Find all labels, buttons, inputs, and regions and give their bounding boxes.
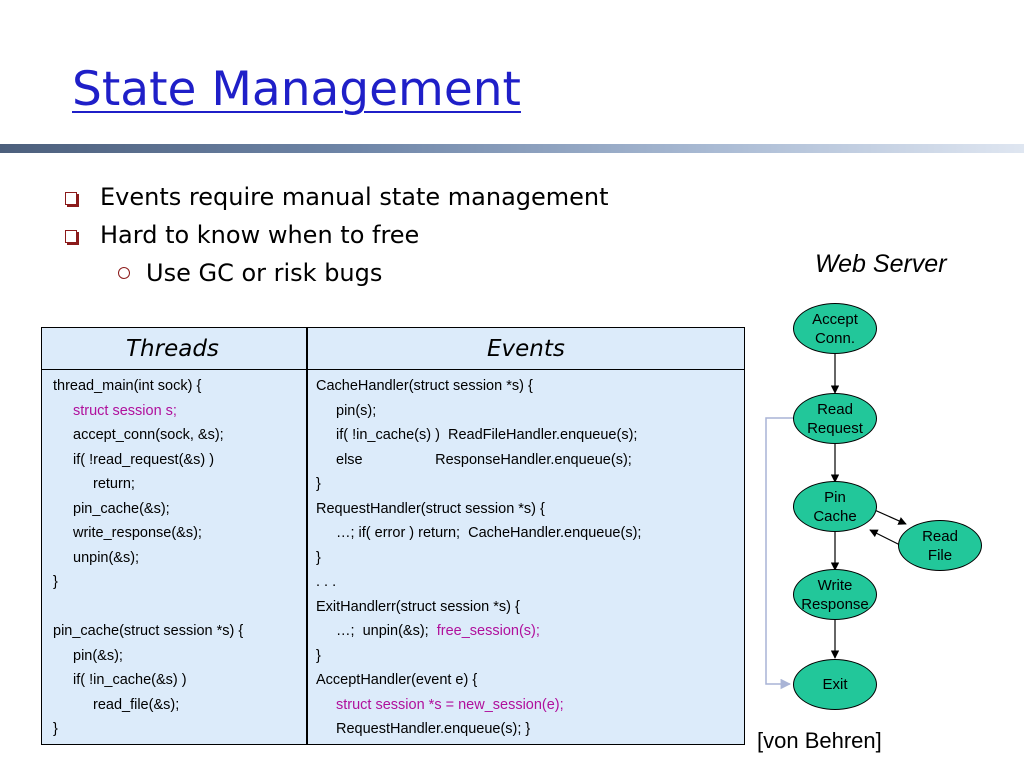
node-read-request: Read Request [793, 393, 877, 444]
code-line: if( !in_cache(&s) ) [53, 668, 243, 693]
code-text: } [316, 647, 321, 664]
code-text: RequestHandler(struct session *s) { [316, 500, 545, 517]
code-text: …; if( error ) return; CacheHandler.enqu… [336, 525, 642, 541]
code-line: } [53, 717, 243, 742]
code-line: struct session s; [53, 399, 243, 424]
code-line: } [316, 472, 641, 497]
code-line: pin_cache(&s); [53, 497, 243, 522]
code-line: if( !in_cache(s) ) ReadFileHandler.enque… [316, 423, 641, 448]
code-line: AcceptHandler(event e) { [316, 668, 641, 693]
code-text: read_file(&s); [93, 696, 180, 713]
code-text: pin_cache(struct session *s) { [53, 623, 244, 639]
citation: [von Behren] [757, 728, 882, 753]
title-rule [0, 144, 1024, 153]
square-bullet-icon [65, 230, 77, 243]
code-text: } [316, 549, 321, 566]
code-line: unpin(&s); [53, 546, 243, 571]
code-text: } [53, 574, 58, 590]
code-line: if( !read_request(&s) ) [53, 448, 243, 473]
code-line: accept_conn(sock, &s); [53, 423, 243, 448]
code-line: …; unpin(&s); free_session(s); [316, 619, 641, 644]
code-text: ExitHandlerr(struct session *s) { [316, 598, 520, 615]
code-text: else ResponseHandler.enqueue(s); [336, 451, 632, 468]
circle-bullet-icon [118, 267, 130, 279]
slide-title: State Management [72, 62, 521, 117]
code-text: if( !in_cache(s) ) ReadFileHandler.enque… [336, 427, 638, 443]
code-text: …; unpin(&s); [336, 623, 437, 639]
threads-vs-events-table: Threads Events thread_main(int sock) { st… [41, 327, 745, 745]
code-text: pin(&s); [73, 647, 123, 664]
header-divider [42, 369, 744, 370]
code-text: return; [93, 476, 135, 492]
code-line: return; [53, 472, 243, 497]
code-line: write_response(&s); [53, 521, 243, 546]
code-line: …; if( error ) return; CacheHandler.enqu… [316, 521, 641, 546]
code-text: thread_main(int sock) { [53, 378, 202, 394]
code-line: } [316, 644, 641, 669]
code-text: if( !in_cache(&s) ) [73, 672, 187, 688]
code-text: accept_conn(sock, &s); [73, 427, 224, 443]
code-highlight: free_session(s); [436, 623, 540, 639]
arrow-error-to-exit [765, 417, 795, 690]
node-exit: Exit [793, 659, 877, 710]
code-line: } [53, 570, 243, 595]
code-line: thread_main(int sock) { [53, 374, 243, 399]
code-line: pin(&s); [53, 644, 243, 669]
node-write-response: Write Response [793, 569, 877, 620]
code-text: if( !read_request(&s) ) [73, 451, 215, 468]
code-line: struct session *s = new_session(e); [316, 693, 641, 718]
events-code-block: CacheHandler(struct session *s) { pin(s);… [316, 374, 641, 742]
node-read-file: Read File [898, 520, 982, 571]
code-text: . . . [316, 574, 337, 590]
code-text: AcceptHandler(event e) { [316, 672, 478, 688]
code-text: RequestHandler.enqueue(s); } [336, 721, 531, 737]
diagram-title: Web Server [815, 250, 947, 278]
code-text: struct session s; [73, 402, 177, 419]
code-text: write_response(&s); [73, 525, 202, 541]
column-divider [306, 328, 308, 744]
code-text: unpin(&s); [73, 549, 140, 566]
node-pin-cache: Pin Cache [793, 481, 877, 532]
code-text: pin(s); [336, 402, 377, 419]
bullet-item-2: Hard to know when to free [100, 221, 420, 249]
code-line: read_file(&s); [53, 693, 243, 718]
code-text: } [53, 721, 58, 737]
code-line: ExitHandlerr(struct session *s) { [316, 595, 641, 620]
events-column-header: Events [487, 336, 565, 362]
threads-column-header: Threads [126, 336, 219, 362]
code-text: CacheHandler(struct session *s) { [316, 378, 533, 394]
node-accept-conn: Accept Conn. [793, 303, 877, 354]
code-line: else ResponseHandler.enqueue(s); [316, 448, 641, 473]
bullet-item-1: Events require manual state management [100, 183, 609, 211]
square-bullet-icon [65, 192, 77, 205]
sub-bullet-item-1: Use GC or risk bugs [146, 259, 383, 287]
code-line: . . . [316, 570, 641, 595]
code-line: pin_cache(struct session *s) { [53, 619, 243, 644]
code-text: pin_cache(&s); [73, 500, 170, 517]
code-line: } [316, 546, 641, 571]
code-line: RequestHandler(struct session *s) { [316, 497, 641, 522]
code-text: struct session *s = new_session(e); [336, 696, 564, 713]
code-line: pin(s); [316, 399, 641, 424]
threads-code-block: thread_main(int sock) { struct session s;… [53, 374, 243, 742]
code-line: CacheHandler(struct session *s) { [316, 374, 641, 399]
code-line: RequestHandler.enqueue(s); } [316, 717, 641, 742]
code-text: } [316, 476, 321, 492]
